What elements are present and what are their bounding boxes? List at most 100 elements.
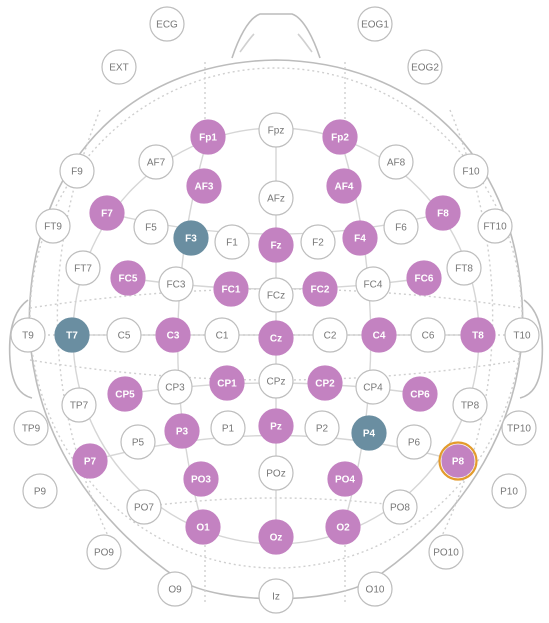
electrode-cp4[interactable]: CP4: [355, 369, 391, 405]
electrode-label: Fp1: [199, 133, 217, 144]
electrode-cpz[interactable]: CPz: [258, 363, 294, 399]
electrode-label: CP2: [315, 379, 335, 390]
electrode-p10[interactable]: P10: [491, 473, 527, 509]
electrode-c5[interactable]: C5: [106, 317, 142, 353]
electrode-fc1[interactable]: FC1: [213, 271, 249, 307]
electrode-f4[interactable]: F4: [342, 220, 378, 256]
electrode-c4[interactable]: C4: [361, 317, 397, 353]
electrode-fc3[interactable]: FC3: [158, 266, 194, 302]
electrode-f9[interactable]: F9: [59, 153, 95, 189]
electrode-circle: [258, 277, 294, 313]
electrode-af4[interactable]: AF4: [326, 168, 362, 204]
electrode-f3[interactable]: F3: [173, 220, 209, 256]
electrode-o9[interactable]: O9: [157, 571, 193, 607]
electrode-p3[interactable]: P3: [164, 413, 200, 449]
electrode-fc6[interactable]: FC6: [406, 260, 442, 296]
electrode-o10[interactable]: O10: [357, 571, 393, 607]
electrode-tp8[interactable]: TP8: [452, 387, 488, 423]
electrode-f8[interactable]: F8: [425, 195, 461, 231]
electrode-tp9[interactable]: TP9: [13, 410, 49, 446]
electrode-af8[interactable]: AF8: [378, 144, 414, 180]
electrode-ft9[interactable]: FT9: [35, 208, 71, 244]
electrode-circle: [504, 317, 540, 353]
electrode-po8[interactable]: PO8: [382, 489, 418, 525]
electrode-cp6[interactable]: CP6: [402, 376, 438, 412]
electrode-circle: [361, 317, 397, 353]
electrode-po3[interactable]: PO3: [183, 461, 219, 497]
electrode-circle: [477, 208, 513, 244]
electrode-f6[interactable]: F6: [383, 209, 419, 245]
electrode-fz[interactable]: Fz: [258, 227, 294, 263]
electrode-iz[interactable]: Iz: [258, 578, 294, 614]
electrode-c6[interactable]: C6: [410, 317, 446, 353]
electrode-p4[interactable]: P4: [351, 415, 387, 451]
electrode-circle: [327, 461, 363, 497]
electrode-circle: [446, 250, 482, 286]
electrode-af7[interactable]: AF7: [138, 144, 174, 180]
electrode-label: PO9: [94, 548, 114, 559]
electrode-t9[interactable]: T9: [10, 317, 46, 353]
electrode-fc2[interactable]: FC2: [302, 271, 338, 307]
electrode-circle: [65, 250, 101, 286]
electrode-t7[interactable]: T7: [54, 317, 90, 353]
electrode-oz[interactable]: Oz: [258, 519, 294, 555]
electrode-f1[interactable]: F1: [214, 224, 250, 260]
left-ear: [8, 299, 33, 399]
electrode-label: P10: [500, 487, 518, 498]
electrode-ft7[interactable]: FT7: [65, 250, 101, 286]
electrode-p8[interactable]: P8: [438, 441, 478, 481]
electrode-fcz[interactable]: FCz: [258, 277, 294, 313]
electrode-tp10[interactable]: TP10: [501, 410, 537, 446]
nose-inner: [239, 33, 313, 53]
electrode-tp7[interactable]: TP7: [61, 387, 97, 423]
electrode-label: Fpz: [268, 126, 285, 137]
electrode-label: FC4: [364, 280, 383, 291]
electrode-cp1[interactable]: CP1: [209, 365, 245, 401]
electrode-label: FC6: [415, 274, 434, 285]
electrode-f5[interactable]: F5: [133, 209, 169, 245]
electrode-f10[interactable]: F10: [453, 153, 489, 189]
electrode-o2[interactable]: O2: [325, 509, 361, 545]
electrode-fc5[interactable]: FC5: [110, 260, 146, 296]
electrode-p5[interactable]: P5: [120, 424, 156, 460]
electrode-t10[interactable]: T10: [504, 317, 540, 353]
electrode-ecg[interactable]: ECG: [149, 6, 185, 42]
electrode-c3[interactable]: C3: [155, 317, 191, 353]
electrode-p6[interactable]: P6: [396, 424, 432, 460]
electrode-pz[interactable]: Pz: [258, 408, 294, 444]
electrode-fpz[interactable]: Fpz: [258, 112, 294, 148]
electrode-afz[interactable]: AFz: [258, 180, 294, 216]
electrode-c2[interactable]: C2: [312, 317, 348, 353]
electrode-fp2[interactable]: Fp2: [322, 119, 358, 155]
electrode-f7[interactable]: F7: [89, 195, 125, 231]
electrode-po4[interactable]: PO4: [327, 461, 363, 497]
electrode-fc4[interactable]: FC4: [355, 266, 391, 302]
electrode-circle: [460, 317, 496, 353]
electrode-p2[interactable]: P2: [304, 410, 340, 446]
electrode-c1[interactable]: C1: [204, 317, 240, 353]
electrode-po9[interactable]: PO9: [86, 534, 122, 570]
electrode-po7[interactable]: PO7: [126, 489, 162, 525]
electrode-cz[interactable]: Cz: [258, 320, 294, 356]
electrode-po10[interactable]: PO10: [428, 534, 464, 570]
electrode-ft10[interactable]: FT10: [477, 208, 513, 244]
electrode-cp5[interactable]: CP5: [107, 376, 143, 412]
electrode-circle: [325, 509, 361, 545]
electrode-ext[interactable]: EXT: [101, 49, 137, 85]
electrode-eog2[interactable]: EOG2: [407, 49, 443, 85]
electrode-ft8[interactable]: FT8: [446, 250, 482, 286]
electrode-cp2[interactable]: CP2: [307, 365, 343, 401]
electrode-p9[interactable]: P9: [22, 473, 58, 509]
electrode-fp1[interactable]: Fp1: [190, 119, 226, 155]
electrode-f2[interactable]: F2: [300, 224, 336, 260]
electrode-p1[interactable]: P1: [210, 410, 246, 446]
electrode-p7[interactable]: P7: [72, 443, 108, 479]
electrode-label: Fz: [270, 241, 281, 252]
electrode-circle: [425, 195, 461, 231]
electrode-eog1[interactable]: EOG1: [357, 6, 393, 42]
electrode-poz[interactable]: POz: [258, 455, 294, 491]
electrode-t8[interactable]: T8: [460, 317, 496, 353]
electrode-o1[interactable]: O1: [185, 509, 221, 545]
electrode-af3[interactable]: AF3: [186, 168, 222, 204]
electrode-cp3[interactable]: CP3: [157, 369, 193, 405]
